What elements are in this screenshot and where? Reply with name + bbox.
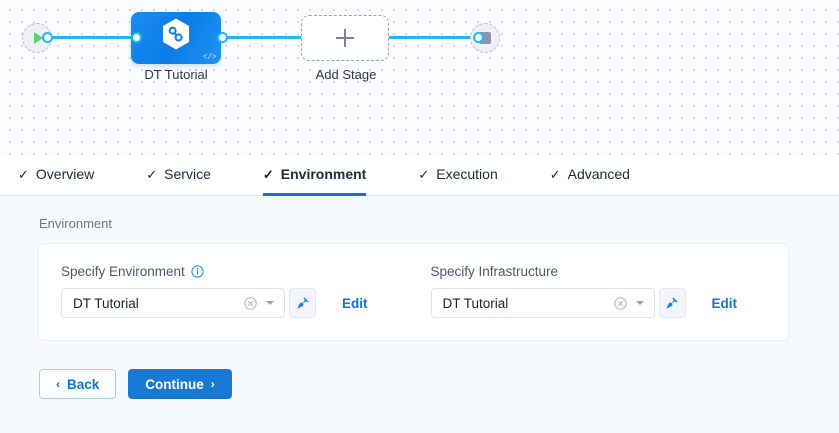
play-icon [34,32,43,44]
pin-icon [296,297,309,309]
chevron-right-icon: › [210,377,215,391]
add-stage-label: Add Stage [315,67,377,82]
back-button-label: Back [67,376,100,392]
info-icon[interactable] [191,265,204,278]
code-badge-icon: </> [202,53,217,62]
harness-hexagon-infinity-icon [161,17,191,55]
connector-port-start[interactable] [42,32,53,43]
specify-infrastructure-group: Specify Infrastructure DT Tutorial [430,264,738,318]
connector-port-stage-left[interactable] [131,32,142,43]
connector-port-end[interactable] [473,32,484,43]
section-title: Environment [39,216,112,231]
tab-label: Overview [35,166,95,182]
chevron-left-icon: ‹ [56,377,60,391]
tab-advanced[interactable]: ✓ Advanced [550,166,630,196]
tab-label: Service [164,166,211,182]
clear-icon[interactable] [244,296,257,310]
specify-infrastructure-row: DT Tutorial E [430,288,738,318]
clear-icon[interactable] [613,296,627,310]
infrastructure-pin-button[interactable] [658,288,686,318]
stage-config-tabs: ✓ Overview ✓ Service ✓ Environment ✓ Exe… [0,155,839,196]
connector-port-stage-right[interactable] [217,32,228,43]
specify-infrastructure-label-row: Specify Infrastructure [431,264,738,279]
specify-environment-row: DT Tutorial E [61,288,368,318]
environment-form-card: Specify Environment DT Tutorial [38,243,789,341]
infrastructure-select-value: DT Tutorial [442,295,509,311]
stage-node-label: DT Tutorial [144,67,208,82]
specify-environment-group: Specify Environment DT Tutorial [61,264,368,318]
tab-overview[interactable]: ✓ Overview [18,166,94,196]
wizard-footer: ‹ Back Continue › [39,369,839,399]
environment-edit-link[interactable]: Edit [342,295,368,311]
check-icon: ✓ [146,166,158,182]
infrastructure-select[interactable]: DT Tutorial [430,288,655,318]
field-label: Specify Environment [61,264,185,279]
infrastructure-edit-link[interactable]: Edit [711,295,738,311]
chevron-down-icon[interactable] [635,301,644,305]
back-button[interactable]: ‹ Back [39,369,117,399]
plus-icon [336,29,354,47]
check-icon: ✓ [18,166,29,182]
pipeline-canvas[interactable]: </> DT Tutorial Add Stage [0,0,839,155]
pin-icon [666,297,678,309]
environment-pin-button[interactable] [289,288,316,318]
continue-button-label: Continue [145,376,204,392]
field-label: Specify Infrastructure [430,264,559,279]
environment-panel: Environment Specify Environment DT Tutor… [0,196,839,433]
tab-label: Environment [280,166,367,182]
tab-service[interactable]: ✓ Service [146,166,211,196]
check-icon: ✓ [418,166,430,182]
tab-execution[interactable]: ✓ Execution [418,166,497,196]
connector-line-add-to-end [388,36,478,39]
check-icon: ✓ [549,166,561,182]
tab-label: Advanced [567,166,630,182]
tab-label: Execution [436,166,498,182]
tab-environment[interactable]: ✓ Environment [262,166,367,196]
environment-select-value: DT Tutorial [73,295,139,311]
specify-environment-label-row: Specify Environment [61,264,368,279]
pipeline-stage-node[interactable]: </> [131,12,221,64]
check-icon: ✓ [262,166,274,182]
add-stage-node[interactable] [301,15,389,61]
environment-select[interactable]: DT Tutorial [61,288,285,318]
connector-line-start-to-stage [44,36,136,39]
continue-button[interactable]: Continue › [128,369,232,399]
chevron-down-icon[interactable] [266,301,274,305]
connector-line-stage-to-add [222,36,304,39]
